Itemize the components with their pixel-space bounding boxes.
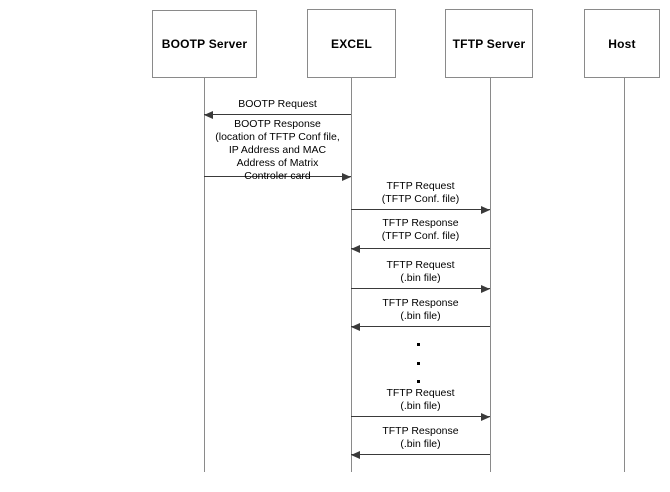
actor-label-excel: EXCEL bbox=[330, 36, 372, 51]
message-line-m6 bbox=[351, 326, 490, 327]
message-line-m2 bbox=[204, 176, 351, 177]
message-label-m2: BOOTP Response (location of TFTP Conf fi… bbox=[215, 118, 340, 182]
message-label-m5: TFTP Request (.bin file) bbox=[386, 259, 455, 284]
message-line-m5 bbox=[351, 288, 490, 289]
arrowhead-right-icon bbox=[481, 412, 490, 421]
arrowhead-left-icon bbox=[351, 322, 360, 331]
arrowhead-right-icon bbox=[481, 284, 490, 293]
actor-label-host: Host bbox=[608, 36, 636, 51]
message-line-m7 bbox=[351, 416, 490, 417]
message-label-m1: BOOTP Request bbox=[238, 98, 317, 110]
actor-box-excel[interactable]: EXCEL bbox=[307, 9, 396, 78]
lifeline-tftp bbox=[490, 78, 491, 472]
actor-box-bootp[interactable]: BOOTP Server bbox=[152, 10, 257, 78]
lifeline-bootp bbox=[204, 78, 205, 472]
message-line-m4 bbox=[351, 248, 490, 249]
message-label-m7: TFTP Request (.bin file) bbox=[386, 387, 455, 412]
message-label-m8: TFTP Response (.bin file) bbox=[382, 425, 459, 450]
message-label-m4: TFTP Response (TFTP Conf. file) bbox=[381, 217, 460, 242]
actor-label-bootp: BOOTP Server bbox=[161, 37, 248, 51]
actor-box-tftp[interactable]: TFTP Server bbox=[445, 9, 533, 78]
message-label-m3: TFTP Request (TFTP Conf. file) bbox=[381, 180, 460, 205]
arrowhead-left-icon bbox=[351, 244, 360, 253]
lifeline-excel bbox=[351, 78, 352, 472]
arrowhead-right-icon bbox=[342, 172, 351, 181]
ellipsis-dot-1 bbox=[417, 343, 420, 346]
arrowhead-left-icon bbox=[351, 450, 360, 459]
arrowhead-right-icon bbox=[481, 205, 490, 214]
ellipsis-dot-3 bbox=[417, 380, 420, 383]
actor-box-host[interactable]: Host bbox=[584, 9, 660, 78]
message-line-m1 bbox=[204, 114, 351, 115]
message-line-m3 bbox=[351, 209, 490, 210]
ellipsis-dot-2 bbox=[417, 362, 420, 365]
message-label-m6: TFTP Response (.bin file) bbox=[382, 297, 459, 322]
lifeline-host bbox=[624, 78, 625, 472]
arrowhead-left-icon bbox=[204, 110, 213, 119]
message-line-m8 bbox=[351, 454, 490, 455]
actor-label-tftp: TFTP Server bbox=[452, 36, 526, 51]
